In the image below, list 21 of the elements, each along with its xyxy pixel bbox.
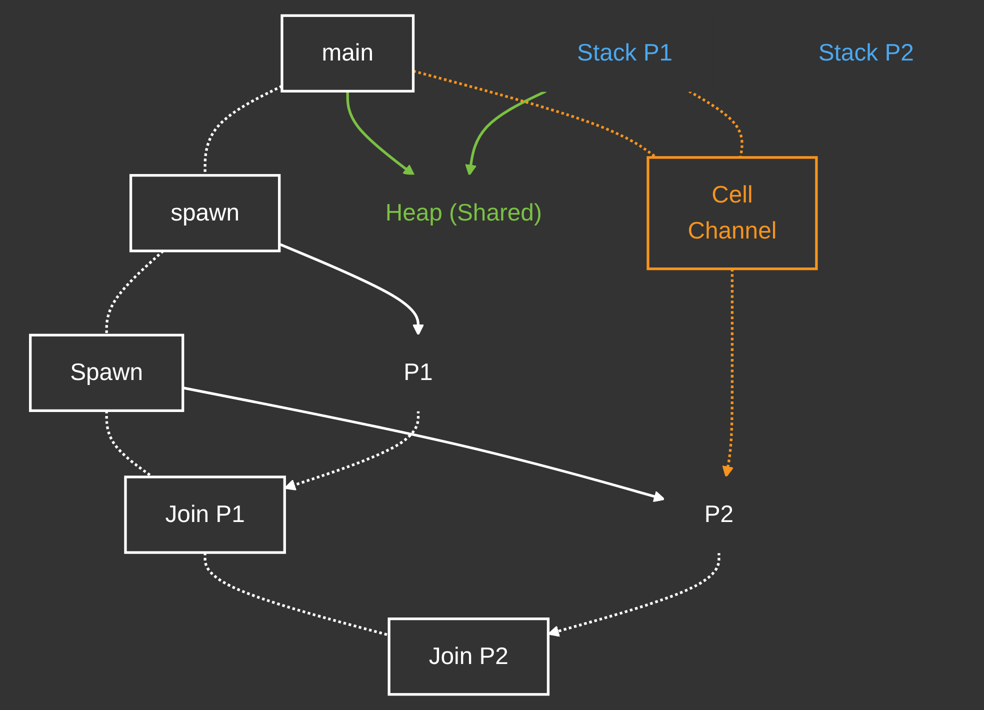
arrow — [346, 91, 415, 176]
node-text: Heap (Shared) — [385, 199, 542, 226]
connector — [105, 250, 164, 336]
node-box: Join P1 — [124, 476, 286, 554]
node-box: main — [280, 14, 415, 92]
arrow — [465, 90, 547, 176]
node-box: spawn — [129, 174, 281, 252]
node-text: Stack P1 — [577, 39, 673, 66]
arrow — [548, 552, 720, 637]
connector — [688, 90, 744, 158]
node-box: Spawn — [29, 334, 184, 412]
node-text: P1 — [404, 358, 433, 386]
node-box: Join P2 — [388, 618, 550, 696]
arrow — [278, 242, 424, 336]
node-text: Stack P2 — [818, 39, 914, 66]
connector — [204, 552, 390, 636]
arrow — [722, 268, 734, 478]
arrow — [182, 386, 666, 502]
node-box: Cell Channel — [646, 156, 818, 270]
node-text: P2 — [704, 500, 734, 528]
arrow — [284, 410, 420, 490]
